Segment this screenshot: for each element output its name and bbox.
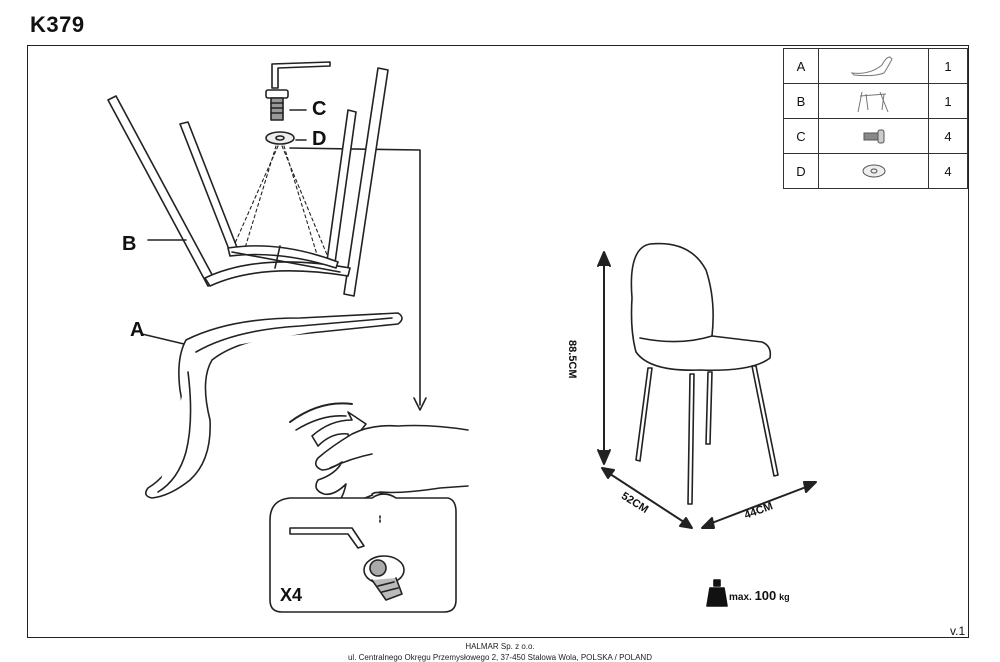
bolt-icon [265,89,307,121]
detail-box [269,493,457,613]
max-load-value: 100 [754,588,777,603]
part-quantity: 4 [928,153,968,189]
parts-row: C 4 [783,118,968,154]
instruction-frame [27,45,969,638]
label-a: A [130,319,145,341]
bolt-icon [863,129,884,144]
label-d: D [312,128,327,150]
leg-frame-icon [857,91,888,113]
seat-shell-icon [141,312,403,499]
part-quantity: 4 [928,118,968,154]
part-code: A [783,48,819,84]
parts-table: A 1 B 1 C 4 D 4 [783,48,968,189]
washer-icon [265,131,307,145]
weight-icon [706,579,728,607]
document-title: K379 [30,12,85,37]
footer-address: ul. Centralnego Okręgu Przemysłowego 2, … [347,653,652,662]
part-quantity: 1 [928,48,968,84]
parts-row: B 1 [783,83,968,119]
chair-icon [630,242,779,505]
detail-count: X4 [280,585,303,605]
dimension-arrows [597,251,817,529]
footer-company: HALMAR Sp. z o.o. [465,642,535,651]
part-code: D [783,153,819,189]
part-picture [818,118,929,154]
seat-shell-icon [850,56,893,77]
label-b: B [122,233,137,255]
part-quantity: 1 [928,83,968,119]
parts-row: A 1 [783,48,968,84]
max-load-prefix: max. [729,592,752,603]
allen-key-icon [271,61,331,89]
version-label: v.1 [950,624,966,638]
parts-row: D 4 [783,153,968,189]
part-picture [818,153,929,189]
hand-icon [314,424,469,506]
label-c: C [312,98,327,120]
part-code: C [783,118,819,154]
washer-icon [862,164,885,178]
part-picture [818,83,929,119]
height-dimension: 88.5CM [566,340,578,379]
part-picture [818,48,929,84]
max-load-unit: kg [779,592,790,602]
leg-frame-icon [107,67,389,297]
part-code: B [783,83,819,119]
max-load: max. 100 kg [729,588,790,603]
